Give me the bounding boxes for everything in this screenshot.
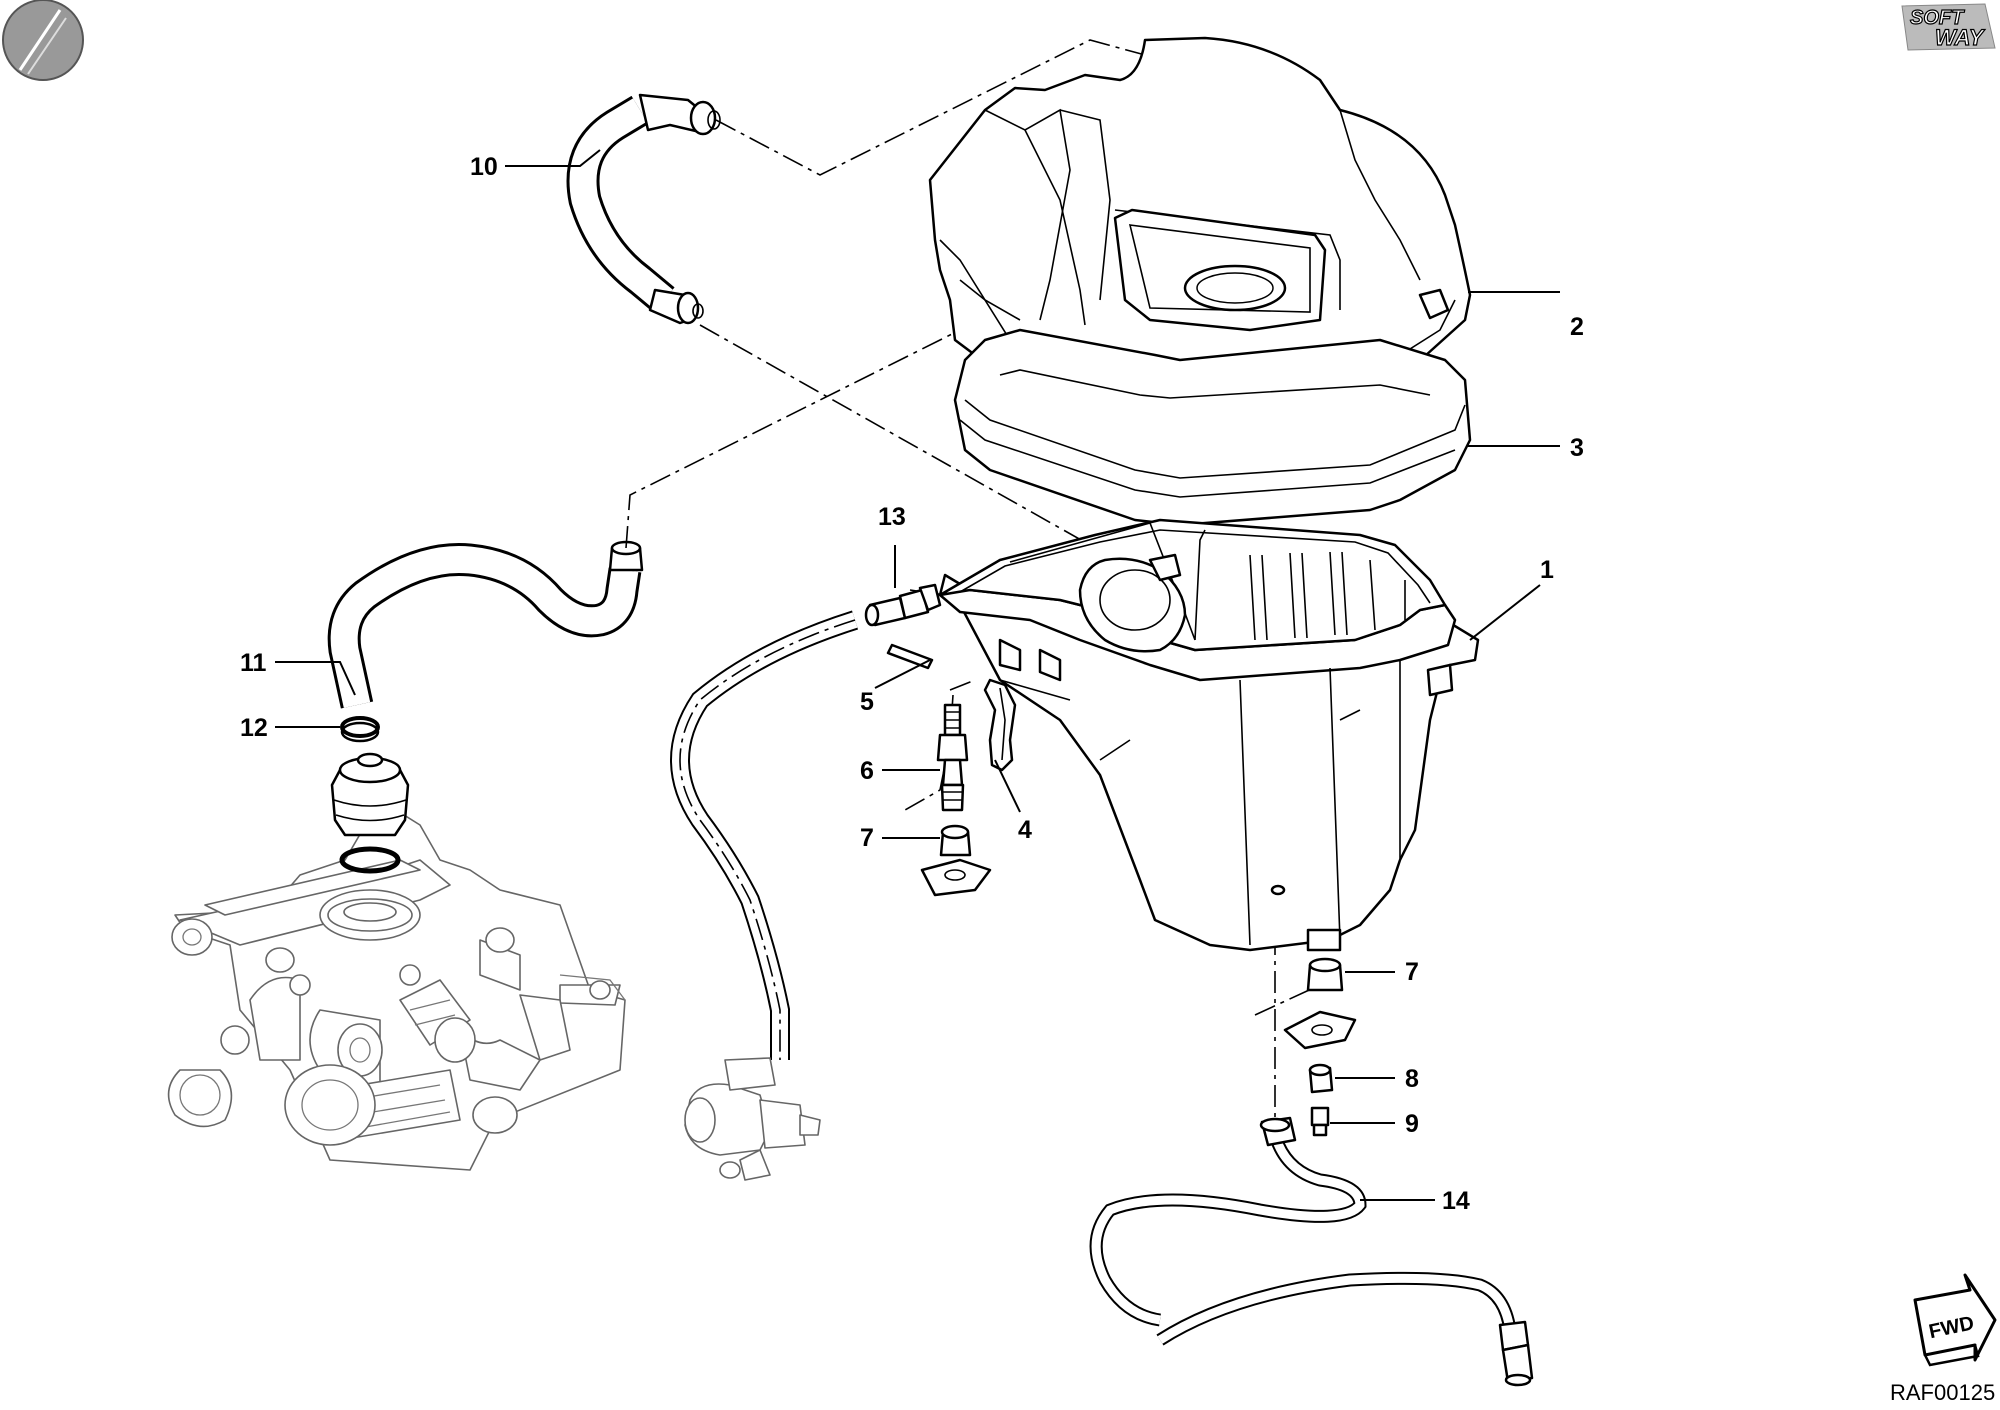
callout-10: 10 <box>470 153 498 181</box>
logo-line-2: WAY <box>1935 25 1986 50</box>
callout-3: 3 <box>1570 434 1584 462</box>
air-filter-element <box>953 328 1472 527</box>
airbox-base <box>938 518 1480 952</box>
pin <box>886 643 934 670</box>
callout-8: 8 <box>1405 1065 1419 1093</box>
callout-5: 5 <box>860 688 874 716</box>
callout-11: 11 <box>240 649 267 677</box>
drain-hose <box>1089 1116 1534 1387</box>
callout-2: 2 <box>1570 313 1584 341</box>
oring <box>339 846 401 874</box>
rubber-grommet-right <box>1283 957 1357 1050</box>
breather-grommet <box>330 752 410 837</box>
callout-12: 12 <box>240 714 268 742</box>
callout-14: 14 <box>1442 1187 1470 1215</box>
strap-bracket <box>983 678 1017 772</box>
hose-clamp <box>340 716 380 743</box>
logo-line-1: SOFT <box>1910 7 1965 29</box>
stud-bolt <box>936 703 969 812</box>
callout-1: 1 <box>1540 556 1554 584</box>
leader-lines <box>275 149 1560 1201</box>
airbox-cover <box>928 36 1472 400</box>
drawing-code: RAF00125 <box>1890 1380 1995 1405</box>
routing-dash-lines <box>625 39 1321 1130</box>
spacer <box>1308 1063 1334 1094</box>
breather-hose-upper <box>566 93 721 325</box>
canister-hose <box>670 610 859 1060</box>
softway-logo: SOFT WAY <box>1901 3 1996 51</box>
callout-7-left: 7 <box>860 824 874 852</box>
callout-9: 9 <box>1405 1110 1419 1138</box>
fwd-arrow-icon: FWD <box>1913 1273 1997 1367</box>
rubber-grommet-left <box>920 824 992 897</box>
manufacturer-disc-icon <box>2 0 84 81</box>
callout-4: 4 <box>1018 816 1032 844</box>
callout-labels: 1 2 3 4 5 6 7 7 8 9 10 11 12 13 14 <box>240 153 1584 1215</box>
callout-6: 6 <box>860 757 874 785</box>
breather-hose-lower <box>327 540 644 709</box>
callout-7-right: 7 <box>1405 958 1419 986</box>
callout-13: 13 <box>878 503 906 531</box>
hose-nipple <box>864 583 942 627</box>
purge-valve-ghost <box>684 1057 821 1181</box>
screw <box>1310 1106 1330 1137</box>
engine-vent-boss <box>327 898 413 932</box>
